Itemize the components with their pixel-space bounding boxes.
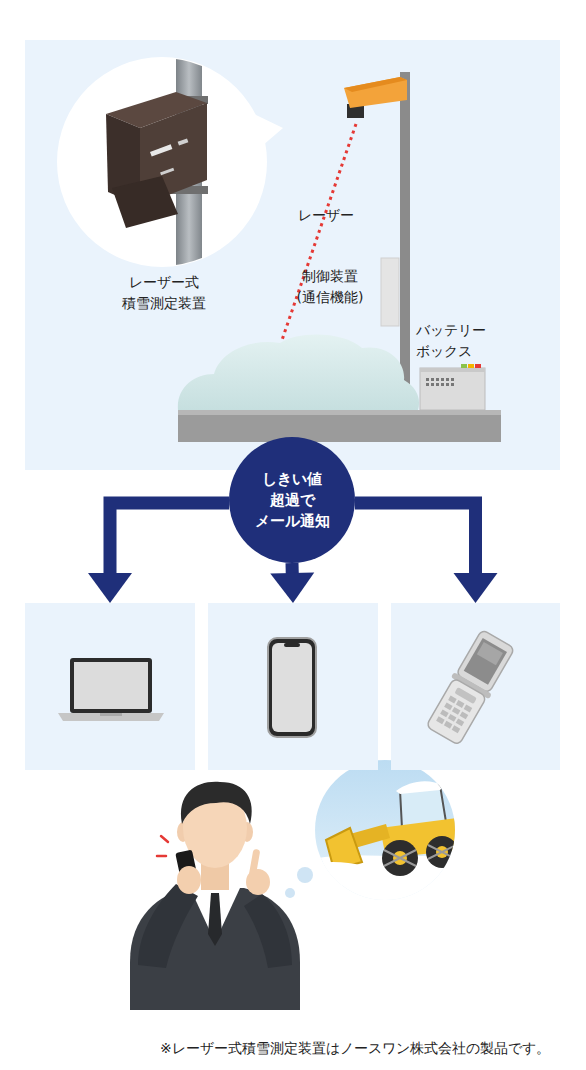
- device-panel: [25, 603, 195, 770]
- battery-box: [420, 364, 485, 410]
- battery-box-part: [461, 364, 467, 368]
- circle-shape: [229, 437, 355, 563]
- snow-spray: [293, 862, 373, 886]
- sensor-housing: [344, 77, 407, 108]
- node-text-area: [391, 603, 560, 770]
- connector-line: [110, 503, 229, 575]
- connector-arrow: [88, 503, 229, 603]
- battery-box-part: [431, 383, 434, 386]
- arrow-head: [88, 573, 132, 603]
- tie: [208, 893, 222, 946]
- pole: [400, 72, 410, 412]
- device-callout: [57, 55, 283, 275]
- part-label: 制御装置 (通信機能): [286, 266, 374, 308]
- connector-line: [355, 503, 476, 575]
- right-sleeve: [244, 894, 292, 968]
- connector-arrow: [355, 503, 498, 603]
- hand: [177, 866, 201, 894]
- battery-box-part: [431, 378, 434, 381]
- battery-box-part: [426, 378, 429, 381]
- footnote: ※レーザー式積雪測定装置はノースワン株式会社の製品です。: [160, 1038, 580, 1059]
- device-sensor: [112, 176, 178, 228]
- node-text-area: しきい値 超過で メール通知: [229, 437, 355, 563]
- connector-arrow: [270, 563, 314, 603]
- thought-bubble: [285, 760, 470, 910]
- battery-box-part: [468, 364, 474, 368]
- device-panel: [208, 603, 378, 770]
- thought-bubble-part: [285, 888, 295, 898]
- battery-box-part: [446, 383, 449, 386]
- battery-box-part: [436, 378, 439, 381]
- battery-box-part: [426, 383, 429, 386]
- battery-box-part: [446, 378, 449, 381]
- sensor-housing-edge: [344, 77, 407, 92]
- arrow-head: [454, 573, 498, 603]
- ring-mark: [161, 836, 168, 842]
- arrow-head: [270, 572, 314, 603]
- ring-mark: [157, 855, 166, 858]
- device-sticker: [178, 138, 189, 145]
- hand: [246, 869, 270, 895]
- laser-beam: [282, 124, 356, 340]
- hair: [181, 782, 252, 824]
- battery-box-part: [441, 378, 444, 381]
- top-panel: [25, 40, 560, 470]
- ground-platform: [178, 410, 501, 442]
- callout-circle: [57, 57, 267, 267]
- ground-platform-part: [178, 410, 501, 415]
- node-text: しきい値 超過で メール通知: [244, 469, 340, 532]
- device-photo: [106, 55, 208, 275]
- battery-box-part: [451, 383, 454, 386]
- battery-box-part: [436, 383, 439, 386]
- tire-chain: [384, 845, 456, 866]
- thought-bubble-part: [297, 867, 313, 883]
- battery-box-part: [420, 368, 485, 372]
- battery-box-part: [451, 378, 454, 381]
- battery-box-part: [475, 364, 481, 368]
- node-text-area: [25, 603, 195, 770]
- connector-line: [286, 563, 299, 575]
- person: [130, 782, 300, 1010]
- snowplow: [293, 781, 470, 910]
- threshold-circle: しきい値 超過で メール通知: [229, 437, 355, 563]
- device-sticker: [150, 144, 172, 156]
- cab-snow: [396, 781, 444, 794]
- control-unit: [381, 258, 399, 326]
- node-text-area: [208, 603, 378, 770]
- device-panel: [391, 603, 560, 770]
- snow-mound: [178, 334, 419, 410]
- ground-platform-part: [178, 410, 501, 442]
- left-sleeve: [138, 884, 198, 968]
- device-sticker: [160, 168, 174, 176]
- battery-box-part: [420, 368, 485, 410]
- battery-box-part: [441, 383, 444, 386]
- part-label: バッテリー ボックス: [416, 320, 512, 362]
- part-label: レーザー式 積雪測定装置: [102, 272, 226, 314]
- part-label: レーザー: [298, 205, 388, 226]
